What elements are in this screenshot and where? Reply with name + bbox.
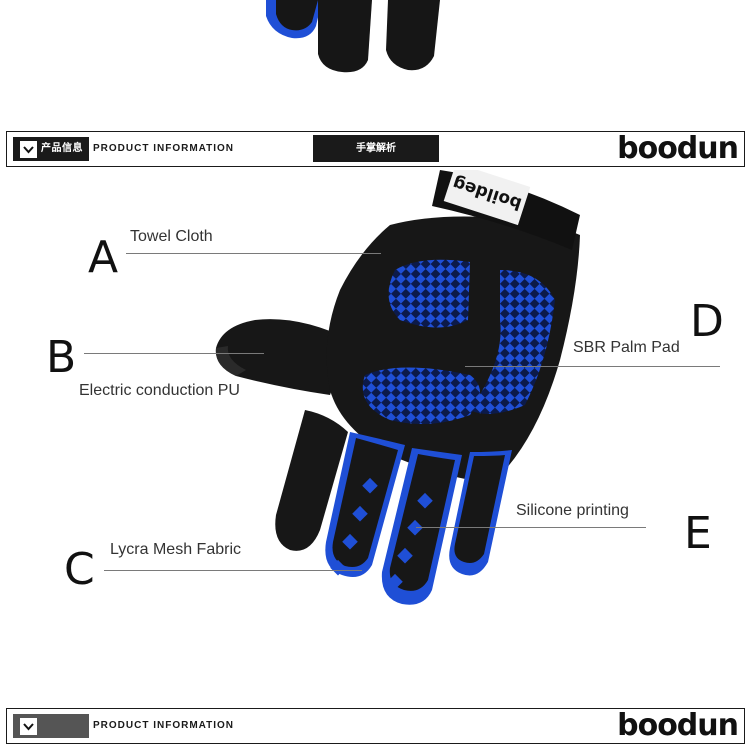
callout-label-electric-conduction-pu: Electric conduction PU <box>79 382 240 399</box>
section-cn-label: 产品信息 <box>41 143 83 154</box>
chevron-down-icon <box>20 718 37 735</box>
callout-letter-c: C <box>64 544 95 595</box>
palm-analysis-tab: 手掌解析 <box>313 135 439 162</box>
callout-line-a <box>126 253 381 254</box>
callout-line-e <box>416 527 646 528</box>
product-info-footer-band: PRODUCT INFORMATION boodun <box>6 708 745 744</box>
callout-label-sbr-palm-pad: SBR Palm Pad <box>573 339 680 356</box>
callout-letter-a: A <box>88 232 119 283</box>
top-glove-fingers-image <box>266 0 440 73</box>
callout-label-lycra-mesh-fabric: Lycra Mesh Fabric <box>110 541 241 558</box>
brand-tag-patch <box>443 170 531 226</box>
callout-line-b <box>84 353 264 354</box>
top-finger-middle <box>318 0 372 73</box>
brand-logo: boodun <box>617 708 739 743</box>
palm-pad-lower <box>362 367 480 424</box>
palm-pad-upper <box>388 259 470 328</box>
callout-label-silicone-printing: Silicone printing <box>516 502 629 519</box>
palm-pad-right <box>470 270 555 414</box>
section-badge: 产品信息 <box>13 137 89 161</box>
brand-logo: boodun <box>617 131 739 166</box>
glove-finger-1 <box>275 410 348 551</box>
product-info-header-band: 产品信息 PRODUCT INFORMATION 手掌解析 boodun <box>6 131 745 167</box>
section-title: PRODUCT INFORMATION <box>93 143 235 154</box>
callout-line-c <box>104 570 362 571</box>
section-badge <box>13 714 89 738</box>
glove-thumb <box>215 319 350 395</box>
callout-line-d <box>465 366 720 367</box>
top-finger-right <box>386 0 440 71</box>
callout-label-towel-cloth: Towel Cloth <box>130 228 213 245</box>
glove-illustration: boildeg <box>215 170 580 605</box>
callout-letter-d: D <box>690 296 724 347</box>
callout-letter-e: E <box>684 508 712 559</box>
chevron-down-icon <box>20 141 37 158</box>
section-title: PRODUCT INFORMATION <box>93 720 235 731</box>
callout-letter-b: B <box>46 332 77 383</box>
